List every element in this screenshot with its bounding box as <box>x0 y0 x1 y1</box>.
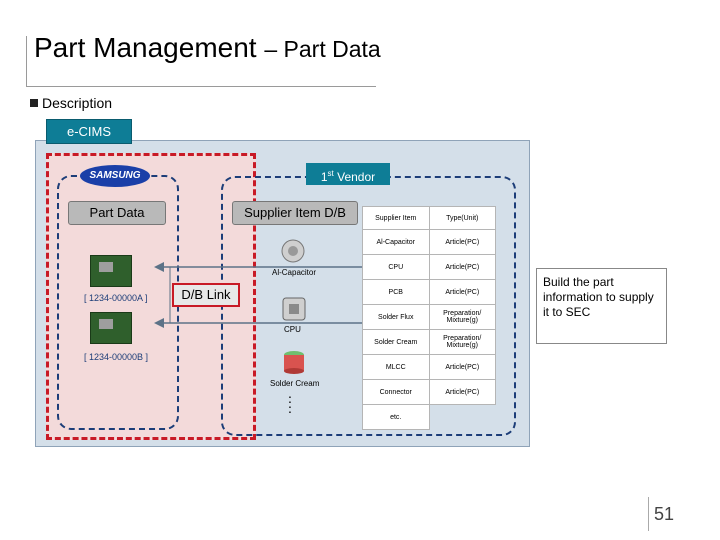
title-rule-horizontal <box>26 86 376 87</box>
solder-cream-icon <box>284 351 304 374</box>
table-cell: PCB <box>362 279 430 305</box>
table-header-row: Supplier Item Type(Unit) <box>362 206 496 230</box>
solder-cream-label: Solder Cream <box>270 379 320 388</box>
motherboard-icon <box>90 255 132 287</box>
part-data-button[interactable]: Part Data <box>68 201 166 225</box>
table-cell: Article(PC) <box>428 354 496 380</box>
title-sub: – Part Data <box>264 36 381 62</box>
arrow-left-icon <box>154 318 364 328</box>
vendor-ordinal: 1 <box>320 170 328 184</box>
vendor-tab[interactable]: 1st Vendor <box>306 163 390 185</box>
table-row: etc. <box>362 404 496 430</box>
part-number-a: [ 1234-00000A ] <box>84 293 148 303</box>
description-label: Description <box>42 95 113 111</box>
page-title: Part Management – Part Data <box>34 32 381 64</box>
table-cell: Preparation/ Mixture(g) <box>428 304 496 330</box>
arrow-left-icon <box>154 262 364 272</box>
motherboard-icon <box>90 312 132 344</box>
table-cell: Solder Cream <box>362 329 430 355</box>
db-link-button[interactable]: D/B Link <box>172 283 240 307</box>
table-header-supplier-item: Supplier Item <box>362 206 430 230</box>
table-cell: etc. <box>362 404 430 430</box>
supplier-item-db-button[interactable]: Supplier Item D/B <box>232 201 358 225</box>
table-cell: Article(PC) <box>428 379 496 405</box>
table-cell: MLCC <box>362 354 430 380</box>
table-cell: Connector <box>362 379 430 405</box>
vendor-ordinal-suffix: st <box>327 169 334 178</box>
table-cell: Al-Capacitor <box>362 229 430 255</box>
ecims-tab[interactable]: e-CIMS <box>46 119 132 144</box>
vendor-label: Vendor <box>337 170 376 184</box>
callout-box: Build the part information to supply it … <box>536 268 667 344</box>
table-cell: CPU <box>362 254 430 280</box>
table-cell: Article(PC) <box>428 279 496 305</box>
table-cell: Article(PC) <box>428 229 496 255</box>
cpu-label: CPU <box>284 325 301 334</box>
page-number-rule <box>648 497 649 531</box>
table-cell: Preparation/ Mixture(g) <box>428 329 496 355</box>
arrows-layer <box>154 262 364 328</box>
capacitor-icon <box>281 239 305 263</box>
page-number: 51 <box>653 504 675 524</box>
table-header-type-unit: Type(Unit) <box>428 206 496 230</box>
table-cell: Solder Flux <box>362 304 430 330</box>
table-cell: Article(PC) <box>428 254 496 280</box>
part-number-b: [ 1234-00000B ] <box>84 352 149 362</box>
description-heading: Description <box>30 95 112 111</box>
al-capacitor-label: Al-Capacitor <box>272 268 317 277</box>
bullet-square-icon <box>30 99 38 107</box>
title-main: Part Management <box>34 32 257 63</box>
samsung-logo: SAMSUNG <box>80 165 150 187</box>
more-items-ellipsis-icon: ···· <box>287 388 293 419</box>
title-rule-vertical <box>26 36 27 86</box>
table-cell <box>429 404 496 430</box>
cpu-chip-icon <box>282 297 306 321</box>
